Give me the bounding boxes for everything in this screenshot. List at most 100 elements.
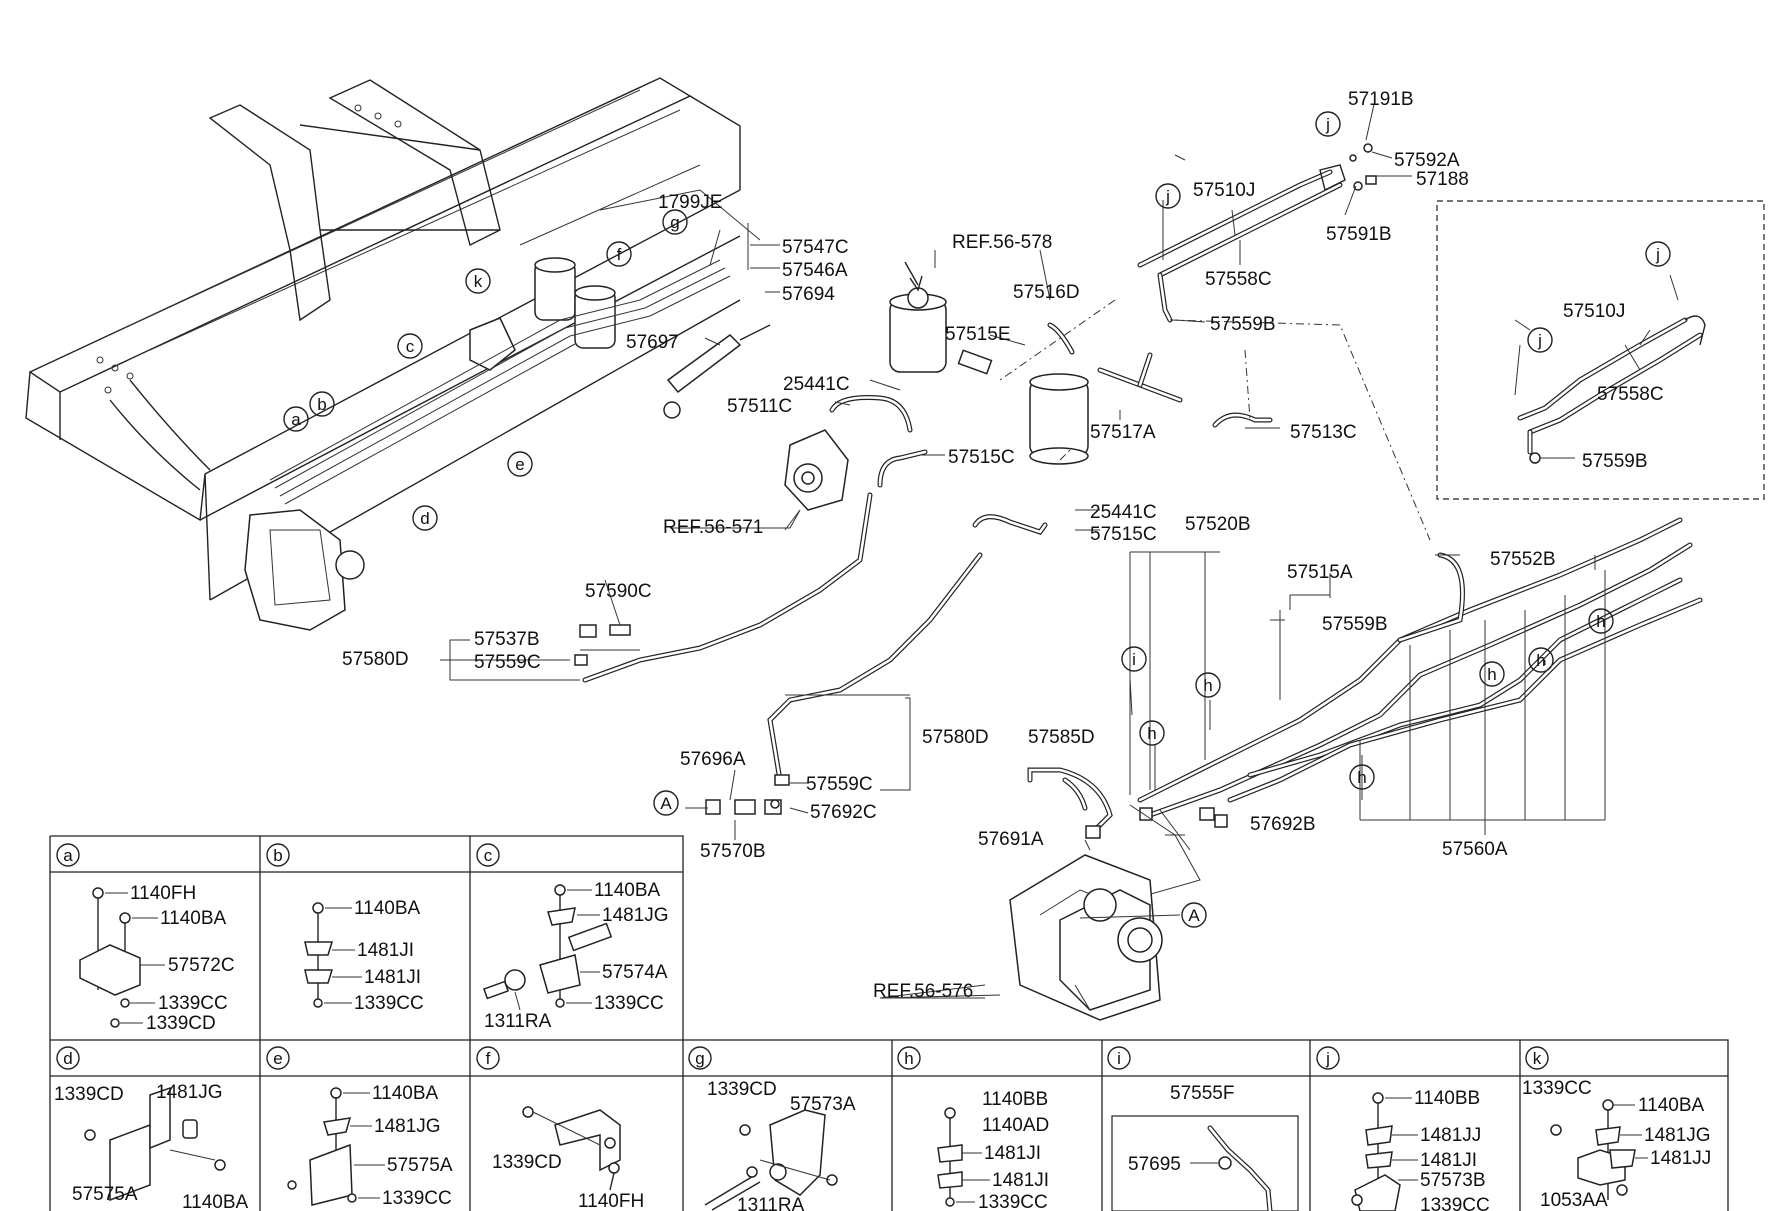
callout-j: j bbox=[1165, 187, 1170, 206]
legend-cell-a: 1140FH 1140BA 57572C 1339CC 1339CD bbox=[79, 883, 235, 1034]
legend-f-part-2: 1140FH bbox=[578, 1191, 644, 1211]
label-57580D: 57580D bbox=[342, 649, 409, 670]
legend-c-part-4: 1339CC bbox=[594, 993, 664, 1014]
legend-h-part-4: 1481JI bbox=[992, 1170, 1049, 1191]
label-57516D: 57516D bbox=[1013, 282, 1080, 303]
callout-h: h bbox=[1536, 651, 1545, 670]
legend-b-part-1: 1140BA bbox=[354, 898, 421, 919]
legend-k-part-2: 1140BA bbox=[1638, 1095, 1705, 1116]
detail-label-57510J: 57510J bbox=[1563, 301, 1625, 322]
leader-lines bbox=[440, 99, 1679, 999]
legend-key-j: j bbox=[1325, 1049, 1330, 1068]
callout-d: d bbox=[420, 509, 429, 528]
legend-h-part-2: 1140AD bbox=[982, 1115, 1049, 1136]
legend-i-part-2: 57695 bbox=[1128, 1154, 1181, 1175]
legend-cell-k: 1339CC 1140BA 1481JG 1481JJ 1053AA bbox=[1522, 1078, 1711, 1211]
label-ref-56-571: REF.56-571 bbox=[663, 517, 763, 538]
legend-d-part-2: 1481JG bbox=[156, 1082, 223, 1103]
label-57191B: 57191B bbox=[1348, 89, 1414, 110]
legend-h-part-1: 1140BB bbox=[982, 1089, 1048, 1110]
label-57552B: 57552B bbox=[1490, 549, 1556, 570]
legend-c-part-2: 1481JG bbox=[602, 905, 669, 926]
legend-h-part-5: 1339CC bbox=[978, 1192, 1048, 1211]
callout-j: j bbox=[1655, 245, 1660, 264]
legend-grid: a b c d e f g h i j k 1140FH 1140BA 5757… bbox=[49, 835, 1729, 1211]
legend-g-part-3: 1311RA bbox=[737, 1195, 805, 1211]
label-57537B: 57537B bbox=[474, 629, 540, 650]
label-57692C: 57692C bbox=[810, 802, 877, 823]
callout-h: h bbox=[1357, 768, 1366, 787]
label-57515A: 57515A bbox=[1287, 562, 1353, 583]
callout-e: e bbox=[515, 455, 524, 474]
label-57696A: 57696A bbox=[680, 749, 746, 770]
callout-A: A bbox=[660, 794, 672, 813]
label-57697: 57697 bbox=[626, 332, 679, 353]
callout-g: g bbox=[670, 213, 679, 232]
label-57515C: 57515C bbox=[948, 447, 1015, 468]
callout-k: k bbox=[474, 272, 483, 291]
legend-cell-h: 1140BB 1140AD 1481JI 1481JI 1339CC bbox=[937, 1089, 1049, 1211]
legend-e-part-2: 1481JG bbox=[374, 1116, 441, 1137]
callouts: a b c d e f g k j j j j i h h h h h h A … bbox=[283, 111, 1671, 928]
legend-e-part-4: 1339CC bbox=[382, 1188, 452, 1209]
legend-g-part-2: 57573A bbox=[790, 1094, 856, 1115]
legend-key-a: a bbox=[63, 846, 73, 865]
label-57520B: 57520B bbox=[1185, 514, 1251, 535]
legend-g-part-1: 1339CD bbox=[707, 1079, 777, 1100]
label-57517A: 57517A bbox=[1090, 422, 1156, 443]
legend-k-part-1: 1339CC bbox=[1522, 1078, 1592, 1099]
legend-c-part-1: 1140BA bbox=[594, 880, 661, 901]
label-ref-56-578: REF.56-578 bbox=[952, 232, 1052, 253]
label-57559C-b: 57559C bbox=[806, 774, 873, 795]
label-57559B: 57559B bbox=[1210, 314, 1276, 335]
part-labels: 57191B 57592A 57188 57591B 57510J 57558C… bbox=[342, 89, 1664, 1002]
legend-c-part-5: 1311RA bbox=[484, 1011, 552, 1032]
label-57188: 57188 bbox=[1416, 169, 1469, 190]
label-57515E: 57515E bbox=[945, 324, 1011, 345]
label-57692B: 57692B bbox=[1250, 814, 1316, 835]
legend-cell-d: 1339CD 1481JG 57575A 1140BA bbox=[54, 1082, 249, 1211]
legend-e-part-3: 57575A bbox=[387, 1155, 453, 1176]
legend-key-d: d bbox=[63, 1049, 72, 1068]
legend-a-part-2: 1140BA bbox=[160, 908, 227, 929]
label-57592A: 57592A bbox=[1394, 150, 1460, 171]
callout-j: j bbox=[1537, 331, 1542, 350]
legend-key-c: c bbox=[484, 846, 493, 865]
legend-i-part-1: 57555F bbox=[1170, 1083, 1234, 1104]
legend-e-part-1: 1140BA bbox=[372, 1083, 439, 1104]
legend-key-f: f bbox=[486, 1049, 491, 1068]
legend-key-i: i bbox=[1117, 1049, 1121, 1068]
label-57590C: 57590C bbox=[585, 581, 652, 602]
callout-A: A bbox=[1188, 906, 1200, 925]
detail-label-57558C: 57558C bbox=[1597, 384, 1664, 405]
legend-a-part-5: 1339CD bbox=[146, 1013, 216, 1034]
callout-f: f bbox=[617, 245, 622, 264]
legend-j-part-4: 57573B bbox=[1420, 1170, 1486, 1191]
legend-cell-e: 1140BA 1481JG 57575A 1339CC bbox=[287, 1083, 453, 1209]
callout-a: a bbox=[291, 410, 301, 429]
label-57560A: 57560A bbox=[1442, 839, 1508, 860]
legend-key-e: e bbox=[273, 1049, 282, 1068]
label-57511C: 57511C bbox=[727, 396, 792, 417]
detail-box-j bbox=[1436, 200, 1765, 500]
label-57513C: 57513C bbox=[1290, 422, 1357, 443]
legend-b-part-3: 1481JI bbox=[364, 967, 421, 988]
legend-j-part-3: 1481JI bbox=[1420, 1150, 1477, 1171]
legend-key-k: k bbox=[1533, 1049, 1542, 1068]
label-57515C-b: 57515C bbox=[1090, 524, 1157, 545]
chassis-frame bbox=[25, 77, 771, 631]
legend-d-part-1: 1339CD bbox=[54, 1084, 124, 1105]
label-57691A: 57691A bbox=[978, 829, 1044, 850]
legend-j-part-2: 1481JJ bbox=[1420, 1125, 1481, 1146]
label-57570B: 57570B bbox=[700, 841, 766, 862]
legend-k-part-5: 1053AA bbox=[1540, 1190, 1608, 1211]
label-57591B: 57591B bbox=[1326, 224, 1392, 245]
legend-c-part-3: 57574A bbox=[602, 962, 668, 983]
right-lower-pipes bbox=[1009, 517, 1703, 1021]
label-57547C: 57547C bbox=[782, 237, 849, 258]
callout-h: h bbox=[1147, 724, 1156, 743]
legend-a-part-4: 1339CC bbox=[158, 993, 228, 1014]
callout-h: h bbox=[1596, 612, 1605, 631]
legend-cell-g: 1339CD 57573A 1311RA bbox=[704, 1079, 856, 1211]
